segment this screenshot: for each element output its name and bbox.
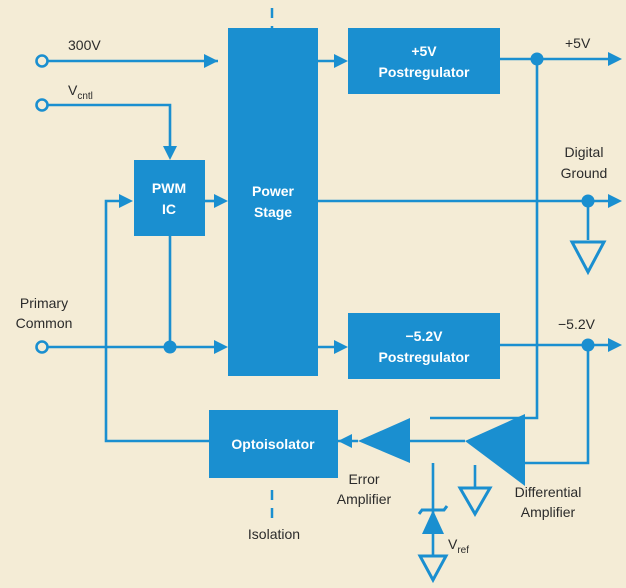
junction-52v [581, 338, 595, 352]
label-ground: Ground [561, 165, 608, 181]
label-diff-2: Amplifier [521, 504, 576, 520]
wire-opto-feedback [104, 199, 209, 443]
label-out-5v: +5V [565, 35, 591, 51]
label-primary: Primary [20, 295, 68, 311]
terminal-primary-common [35, 340, 49, 354]
junction-5v [530, 52, 544, 66]
label-300v: 300V [68, 37, 101, 53]
power-label-2: Stage [254, 204, 292, 220]
vref-ground-icon [417, 554, 449, 584]
post5-label-1: +5V [411, 43, 437, 59]
diff-amp-ground-icon [457, 486, 493, 518]
pwm-label-1: PWM [152, 180, 186, 196]
arrow-post52-in [334, 340, 348, 354]
arrow-vcntl [163, 146, 177, 160]
pwm-ic-block [134, 160, 205, 236]
arrow-error-opto [338, 434, 352, 448]
arrow-post5-in [334, 54, 348, 68]
label-vref: Vref [448, 536, 469, 556]
terminals [35, 54, 49, 354]
label-digital: Digital [565, 144, 604, 160]
terminal-vcntl [35, 98, 49, 112]
post5-block [348, 28, 500, 94]
error-amplifier-symbol [358, 418, 410, 463]
wires [48, 57, 612, 555]
post52-label-2: Postregulator [378, 349, 470, 365]
differential-amplifier-symbol [465, 414, 525, 486]
label-vcntl: Vcntl [68, 82, 93, 102]
terminal-300v [35, 54, 49, 68]
arrow-pwm-power [214, 194, 228, 208]
label-common: Common [16, 315, 73, 331]
zener-diode-icon [417, 505, 449, 534]
post52-label-1: −5.2V [406, 328, 444, 344]
junction-ground [581, 194, 595, 208]
label-isolation: Isolation [248, 526, 300, 542]
arrow-out-ground [608, 194, 622, 208]
post52-block [348, 313, 500, 379]
pwm-label-2: IC [162, 201, 176, 217]
arrow-feedback-pwm [119, 194, 133, 208]
digital-ground-icon [569, 240, 607, 276]
label-diff-1: Differential [515, 484, 582, 500]
label-out-52v: −5.2V [558, 316, 596, 332]
arrow-out-52v [608, 338, 622, 352]
wire-5v-sense [430, 59, 539, 420]
post5-label-2: Postregulator [378, 64, 470, 80]
power-label-1: Power [252, 183, 295, 199]
arrow-300v [204, 54, 218, 68]
wire-52v-sense [525, 345, 590, 465]
junction-common [163, 340, 177, 354]
arrowheads [119, 52, 622, 448]
junctions [163, 52, 595, 354]
label-error-1: Error [348, 471, 379, 487]
label-error-2: Amplifier [337, 491, 392, 507]
arrow-common-power [214, 340, 228, 354]
wire-vcntl [48, 103, 172, 148]
opto-label: Optoisolator [231, 436, 315, 452]
optoisolator-block [209, 410, 338, 478]
arrow-out-5v [608, 52, 622, 66]
power-stage-block [228, 28, 318, 376]
